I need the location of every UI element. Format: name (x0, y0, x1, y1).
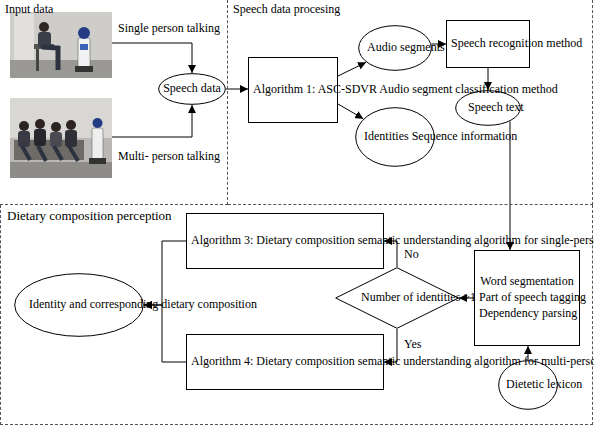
section-heading: Dietary composition perception (7, 209, 172, 224)
ellipse-shape (159, 74, 226, 105)
person-torso (65, 130, 77, 147)
connector-arrow (112, 105, 192, 137)
node-text: Speech data (163, 82, 221, 96)
ellipse-shape (359, 26, 432, 71)
connector-arrow (144, 241, 186, 305)
diamond-shape (336, 268, 459, 329)
process-box: Algorithm 3: Dietary composition semanti… (186, 213, 384, 269)
robot-base (89, 158, 106, 164)
connector-arrow (528, 346, 529, 360)
node-text: Identities Sequence information (364, 130, 426, 144)
section-region: Input dataSingle person talkingMulti- pe… (0, 0, 228, 205)
photo-floor (10, 60, 112, 78)
ellipse-shape (356, 108, 435, 167)
chair-leg (36, 49, 39, 71)
robot-head (78, 27, 90, 39)
section-region: Dietary composition perceptionAlgorithm … (0, 205, 593, 425)
node-text: Audio segments (367, 41, 423, 55)
connector-arrow (488, 68, 489, 90)
photo-wall (10, 12, 112, 78)
node-text: Part of speech tagging (479, 291, 575, 305)
decision-diamond: Number of identities >1 (335, 267, 459, 329)
connector-arrow (338, 104, 363, 119)
data-ellipse: Speech data (158, 73, 226, 105)
ellipse-shape (456, 91, 521, 126)
photo-door (14, 14, 34, 60)
photo-caption: Multi- person talking (118, 150, 220, 164)
node-text: Dependency parsing (479, 307, 575, 321)
lexicon-ellipse: Dietetic lexicon (498, 360, 558, 410)
photo-panel: Single person talking (10, 12, 112, 78)
section-region: Speech data procesingAlgorithm 1: ASC-SD… (228, 0, 593, 205)
edge-label: Yes (402, 338, 423, 352)
node-text: Dietetic lexicon (506, 378, 550, 392)
data-ellipse: Audio segments (358, 25, 432, 71)
process-box: Speech recognition method (446, 20, 530, 68)
person-head (66, 120, 76, 130)
connector-arrow (431, 44, 446, 45)
data-ellipse: Speech text (455, 90, 521, 126)
person-head (19, 121, 29, 131)
connector-arrow (384, 329, 397, 362)
person-legs (42, 47, 58, 70)
person-legs (22, 146, 78, 161)
process-box: Algorithm 4: Dietary composition semanti… (186, 334, 384, 390)
person-head (51, 122, 61, 132)
section-heading: Input data (5, 3, 53, 17)
ellipse-shape (15, 274, 144, 337)
photo-floor (10, 162, 112, 178)
robot-base (75, 66, 93, 72)
robot-body (92, 128, 103, 160)
output-ellipse: Identity and corresponding dietary compo… (14, 273, 144, 337)
section-heading: Speech data procesing (233, 3, 340, 17)
connector-arrow (338, 62, 366, 76)
connector-arrow (384, 241, 397, 267)
connector-arrow (459, 298, 474, 299)
robot-body (78, 38, 90, 68)
connector-arrow (226, 89, 248, 90)
photo-wall (10, 98, 112, 178)
node-text: Speech text (468, 101, 508, 115)
node-text: Word segmentation (480, 275, 573, 289)
process-box: Word segmentationPart of speech taggingD… (474, 250, 580, 346)
photo-panel: Multi- person talking (10, 98, 112, 178)
person-torso (18, 131, 30, 147)
node-text: Identity and corresponding dietary compo… (29, 298, 129, 312)
photo-caption: Single person talking (118, 22, 220, 36)
node-text: Algorithm 3: Dietary composition semanti… (191, 234, 379, 248)
process-box: Algorithm 1: ASC-SDVR Audio segment clas… (248, 57, 338, 123)
node-text: Algorithm 4: Dietary composition semanti… (191, 355, 379, 369)
person-head (35, 119, 45, 129)
robot-head (93, 118, 103, 128)
edge-label: No (402, 248, 421, 262)
connector-arrow (112, 43, 192, 73)
connector-arrow (510, 121, 511, 250)
node-text: Algorithm 1: ASC-SDVR Audio segment clas… (253, 83, 333, 97)
connector-arrow (144, 305, 186, 362)
person-head (39, 22, 49, 32)
robot-screen (80, 44, 88, 50)
node-text: Speech recognition method (451, 37, 525, 51)
person-torso (34, 129, 46, 146)
data-ellipse: Identities Sequence information (355, 107, 435, 167)
node-text: Number of identities >1 (361, 291, 433, 305)
person-torso (50, 132, 62, 147)
ellipse-shape (499, 361, 558, 410)
